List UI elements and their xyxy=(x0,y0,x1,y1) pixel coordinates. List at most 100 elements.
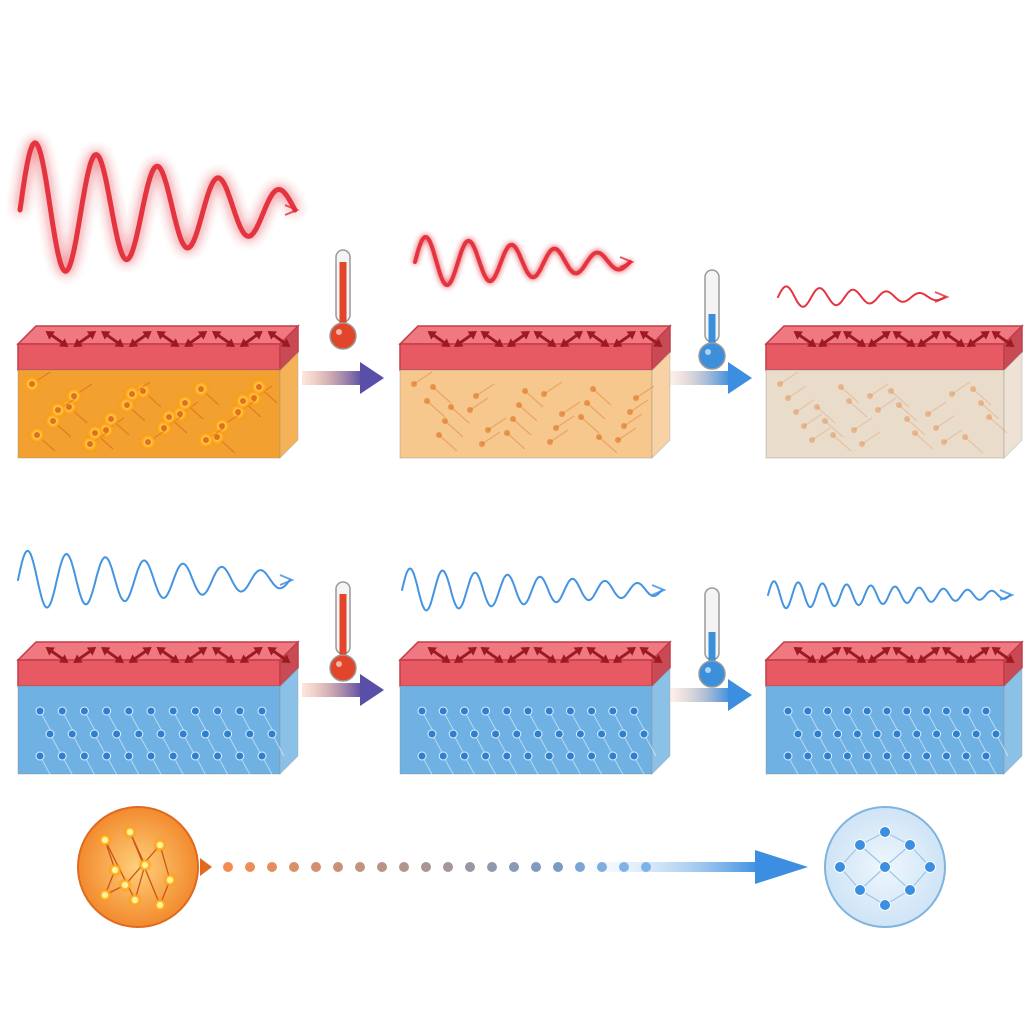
atom xyxy=(554,729,564,739)
atom xyxy=(57,751,67,761)
spin-arrow xyxy=(793,330,817,348)
spin-arrow xyxy=(73,330,97,348)
spin-arrow xyxy=(586,330,610,348)
atom xyxy=(842,706,852,716)
atom xyxy=(491,729,501,739)
atom xyxy=(875,407,881,413)
atom xyxy=(912,430,918,436)
atom xyxy=(67,729,77,739)
atom xyxy=(882,751,892,761)
atom xyxy=(922,706,932,716)
atom xyxy=(575,729,585,739)
atom xyxy=(504,430,510,436)
atom xyxy=(87,441,93,447)
spin-arrow xyxy=(793,646,817,664)
atom xyxy=(922,751,932,761)
atom xyxy=(941,439,947,445)
atom xyxy=(124,706,134,716)
ordered-lattice-icon xyxy=(824,806,946,928)
spin-arrow xyxy=(639,330,663,348)
atom xyxy=(872,729,882,739)
magnet-layer-front xyxy=(765,343,1005,371)
slab-hot-2 xyxy=(398,324,672,460)
atom xyxy=(896,402,902,408)
atom xyxy=(608,706,618,716)
atom xyxy=(522,388,528,394)
thermometer-hot-icon xyxy=(329,249,357,350)
magnet-layer-front xyxy=(399,659,653,687)
slab-hot-3 xyxy=(764,324,1024,460)
atom xyxy=(621,423,627,429)
atom xyxy=(190,706,200,716)
magnet-layer-front xyxy=(765,659,1005,687)
atom xyxy=(240,398,246,404)
spin-arrow xyxy=(73,646,97,664)
spin-arrow xyxy=(454,646,477,664)
atom xyxy=(200,729,210,739)
magnet-layer-front xyxy=(399,343,653,371)
atom xyxy=(584,400,590,406)
atom xyxy=(981,751,991,761)
spin-arrow xyxy=(427,646,451,664)
atom xyxy=(92,430,98,436)
atom xyxy=(427,729,437,739)
atom xyxy=(223,729,233,739)
atom xyxy=(793,409,799,415)
atom xyxy=(608,751,618,761)
spin-arrows xyxy=(427,330,663,348)
atom xyxy=(102,751,112,761)
spin-arrow xyxy=(991,330,1015,348)
atom xyxy=(178,729,188,739)
atom xyxy=(102,706,112,716)
slab-cool-2 xyxy=(398,640,672,779)
atom xyxy=(89,729,99,739)
atom xyxy=(587,706,597,716)
atom xyxy=(55,407,61,413)
atom xyxy=(777,381,783,387)
atom xyxy=(481,751,491,761)
spin-arrow xyxy=(507,646,530,664)
atom xyxy=(459,706,469,716)
spin-arrow xyxy=(560,330,583,348)
atom xyxy=(146,751,156,761)
slab-cool-3 xyxy=(764,640,1024,779)
atom xyxy=(813,729,823,739)
atom xyxy=(823,706,833,716)
atom xyxy=(213,706,223,716)
cool-wave-1 xyxy=(17,549,295,609)
atom xyxy=(203,437,209,443)
atom xyxy=(961,706,971,716)
cool-wave-3 xyxy=(767,580,1015,610)
atom xyxy=(219,423,225,429)
atom xyxy=(411,381,417,387)
atom xyxy=(949,391,955,397)
spin-arrow xyxy=(917,646,941,664)
spin-arrow xyxy=(818,646,842,664)
transition-arrow xyxy=(560,862,760,872)
atom xyxy=(257,706,267,716)
spin-arrows xyxy=(793,646,1015,664)
atom xyxy=(978,400,984,406)
atom xyxy=(962,434,968,440)
atom xyxy=(547,439,553,445)
atom xyxy=(145,439,151,445)
bulk-front xyxy=(399,685,653,775)
atom xyxy=(481,706,491,716)
atom xyxy=(108,416,114,422)
atom xyxy=(852,729,862,739)
atom xyxy=(803,751,813,761)
atom xyxy=(892,729,902,739)
bulk-front xyxy=(399,369,653,459)
atom xyxy=(986,414,992,420)
atom xyxy=(235,751,245,761)
atom xyxy=(941,751,951,761)
atom xyxy=(140,388,146,394)
atom xyxy=(933,425,939,431)
atom xyxy=(235,409,241,415)
lattice xyxy=(35,706,285,779)
atom xyxy=(785,395,791,401)
atom xyxy=(124,402,130,408)
spin-arrow xyxy=(45,646,69,664)
spin-arrow xyxy=(917,330,941,348)
